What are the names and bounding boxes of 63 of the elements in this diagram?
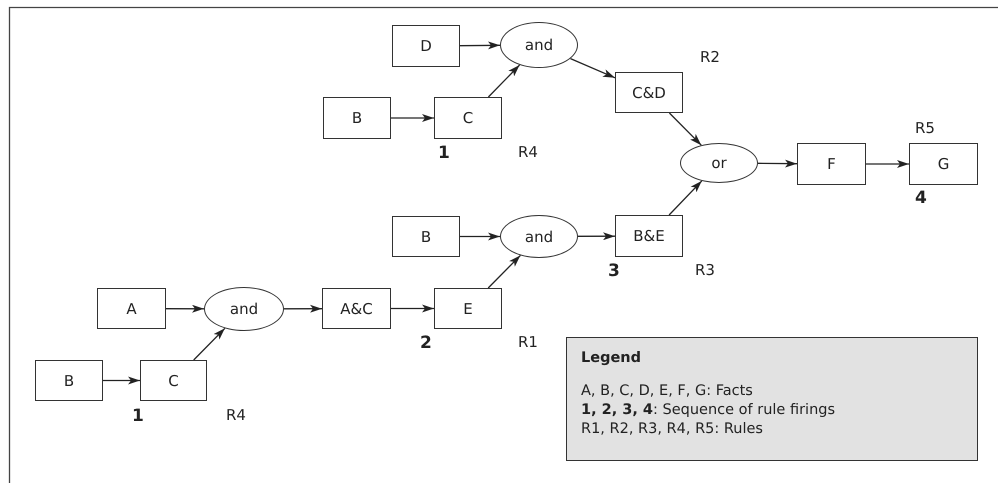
- node-label: B&E: [633, 227, 665, 245]
- fact-box: [97, 288, 166, 329]
- node-label: and: [524, 36, 554, 54]
- legend-entry: R1, R2, R3, R4, R5: Rules: [581, 420, 764, 439]
- rule-label: R4: [518, 143, 538, 161]
- fact-box: [615, 215, 683, 257]
- arrow: [866, 160, 909, 168]
- fact-box: [323, 97, 391, 139]
- node-label: or: [711, 154, 727, 172]
- node-label: B: [64, 372, 74, 390]
- node-label: D: [420, 37, 432, 55]
- node-label: G: [938, 155, 950, 173]
- node-label: E: [463, 300, 473, 318]
- fact-box: [434, 97, 502, 139]
- node-label: C: [462, 109, 474, 127]
- fact-box: [392, 216, 460, 257]
- firing-order-number: 2: [420, 333, 432, 353]
- arrow: [460, 41, 500, 50]
- fact-box: [140, 360, 207, 401]
- node-label: B: [420, 228, 432, 246]
- arrow: [391, 114, 434, 122]
- fact-box: [909, 143, 978, 185]
- arrow: [668, 112, 702, 146]
- node-label: and: [524, 228, 554, 246]
- node-label: A&C: [340, 300, 373, 318]
- arrow: [391, 304, 434, 312]
- legend-title: Legend: [581, 350, 641, 366]
- fact-box: [392, 25, 460, 67]
- arrow: [460, 232, 500, 240]
- node-label: C: [168, 372, 179, 390]
- legend-entry: 1, 2, 3, 4: Sequence of rule firings: [581, 401, 836, 420]
- firing-order-number: 1: [438, 143, 450, 163]
- rule-label: R3: [695, 261, 715, 279]
- fact-box: [322, 288, 391, 329]
- arrow: [166, 304, 204, 313]
- fact-box: [797, 143, 866, 185]
- arrow: [570, 58, 616, 78]
- node-label: C&D: [632, 84, 666, 102]
- rule-label: R2: [700, 48, 720, 66]
- fact-box: [434, 288, 502, 329]
- legend-entry: A, B, C, D, E, F, G: Facts: [581, 382, 754, 401]
- arrow: [668, 180, 702, 216]
- node-label: A: [126, 300, 137, 318]
- arrow: [488, 254, 521, 288]
- firing-order-number: 4: [915, 188, 927, 208]
- rule-label: R1: [518, 333, 538, 351]
- arrow: [284, 304, 322, 313]
- arrow: [193, 328, 226, 360]
- node-label: and: [230, 300, 258, 318]
- fact-box: [615, 72, 683, 113]
- fact-box: [35, 360, 103, 401]
- firing-order-number: 1: [132, 406, 144, 426]
- firing-order-number: 3: [608, 261, 620, 281]
- rule-label: R4: [226, 406, 246, 424]
- node-label: F: [827, 155, 836, 173]
- arrow: [488, 64, 520, 98]
- legend-panel: [566, 337, 978, 461]
- operator-ellipse: [500, 22, 578, 68]
- rule-label: R5: [915, 119, 935, 137]
- arrow: [578, 232, 615, 240]
- arrow: [103, 376, 140, 384]
- node-label: B: [352, 109, 362, 127]
- arrow: [758, 160, 797, 168]
